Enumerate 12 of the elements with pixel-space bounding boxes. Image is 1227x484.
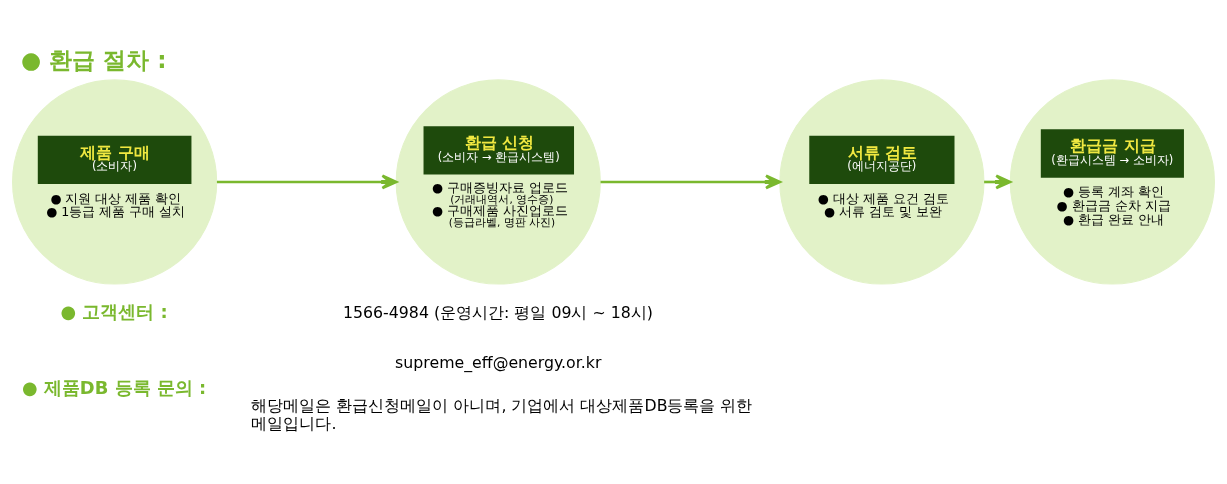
node-circle: 제품 구매 (소비자) ● 지원 대상 제품 확인 ● 1등급 제품 구매 설치	[12, 78, 218, 285]
label: 1566-4984 (운영시간: 평일 09시 ~ 18시)	[343, 302, 653, 322]
label: 해당메일은 환급신청메일이 아니며, 기업에서 대상제품DB등록을 위한 메일입니다.	[251, 395, 753, 433]
arrow	[216, 174, 398, 189]
label: supreme_eff@energy.or.kr	[395, 352, 602, 372]
label: ● 제품DB 등록 문의 :	[22, 376, 207, 398]
diagram-title: ● 환급 절차 :	[20, 46, 167, 73]
label: ● 고객센터 :	[60, 300, 168, 322]
node-circle: 환급금 지급 (환급시스템 → 소비자) ● 등록 계좌 확인 ● 환급금 순차 지급 ● 환급 완료 안내	[1009, 78, 1215, 285]
arrow	[600, 174, 782, 189]
node-circle: 환급 신청 (소비자 → 환급시스템) ● 구매증빙자료 업로드 (거래내역서, 영수증) ● 구매제품 사진업로드 (등급라벨, 명판 사진)	[395, 78, 601, 285]
node-circle: 서류 검토 (에너지공단) ● 대상 제품 요건 검토 ● 서류 검토 및 보완	[779, 78, 985, 285]
